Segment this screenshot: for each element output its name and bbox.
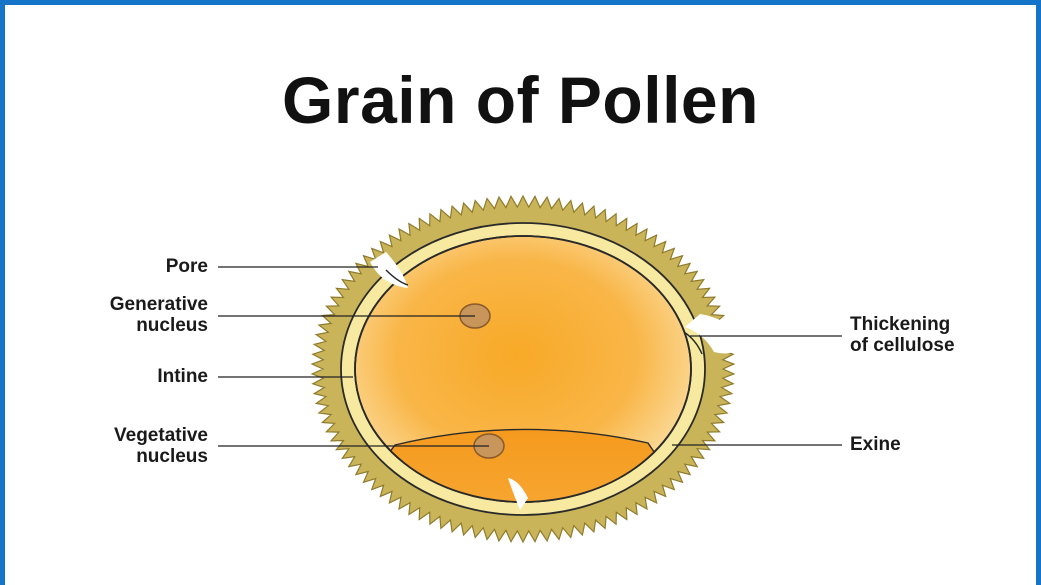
label-intine: Intine: [157, 366, 208, 387]
label-vegetative-nucleus: Vegetative nucleus: [114, 425, 208, 467]
label-thickening-line2: of cellulose: [850, 335, 955, 356]
label-exine: Exine: [850, 434, 901, 455]
label-vegetative-line1: Vegetative: [114, 425, 208, 446]
label-vegetative-line2: nucleus: [114, 446, 208, 467]
label-generative-nucleus: Generative nucleus: [110, 294, 208, 336]
label-generative-line2: nucleus: [110, 315, 208, 336]
label-thickening-line1: Thickening: [850, 314, 955, 335]
label-pore: Pore: [166, 256, 208, 277]
label-thickening-of-cellulose: Thickening of cellulose: [850, 314, 955, 356]
label-generative-line1: Generative: [110, 294, 208, 315]
